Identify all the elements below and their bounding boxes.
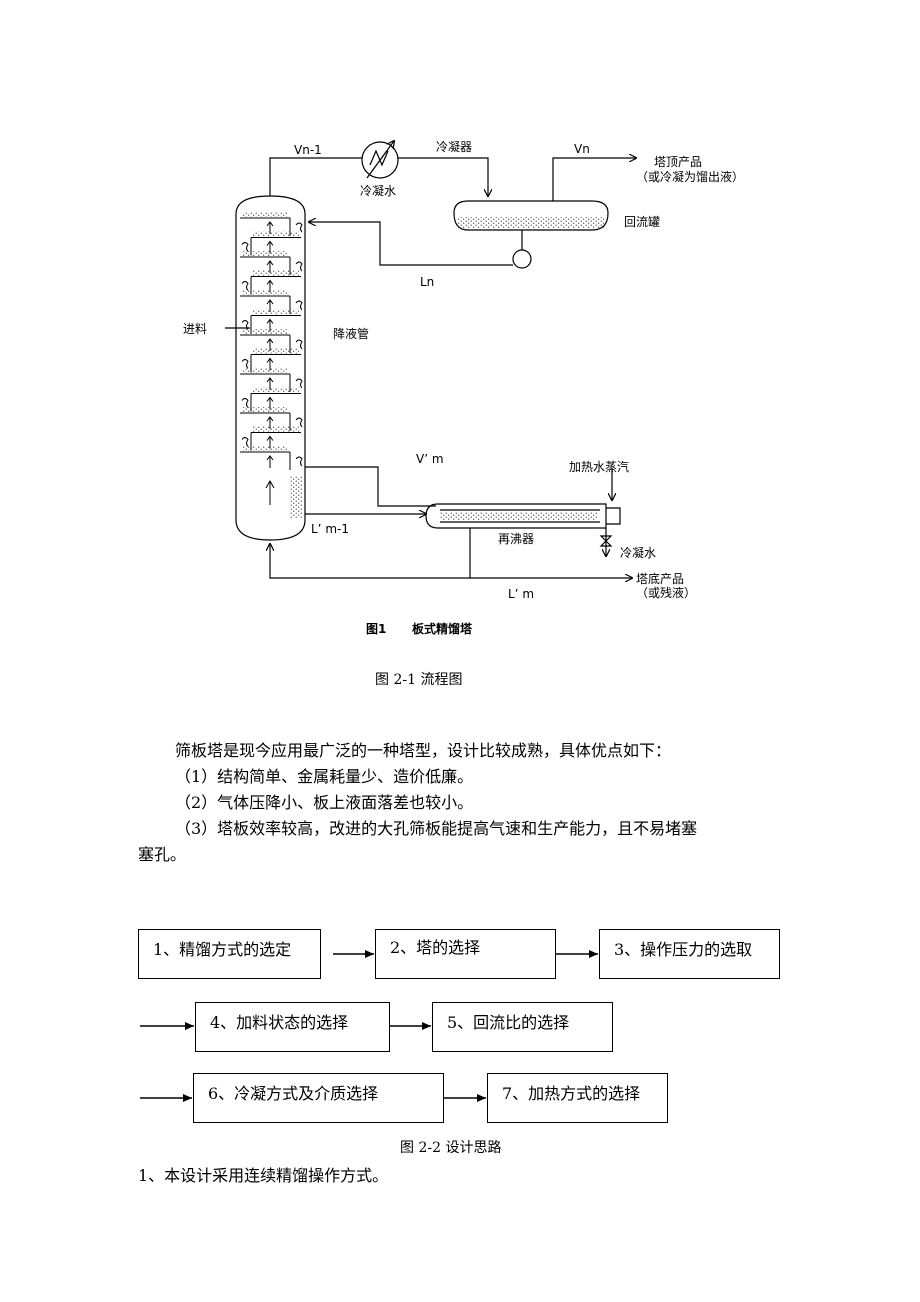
advantage-3-continued: 塞孔。 bbox=[138, 845, 187, 864]
label-cooling-water-top: 冷凝水 bbox=[360, 184, 397, 198]
tray-liquid bbox=[242, 212, 288, 217]
reboiler bbox=[425, 503, 607, 529]
reflux-pump bbox=[512, 249, 532, 269]
label-v-m: V’ m bbox=[416, 452, 444, 466]
froth-mark bbox=[295, 417, 303, 428]
design-step-7: 7、加热方式的选择 bbox=[487, 1073, 668, 1123]
advantage-2: （2）气体压降小、板上液面落差也较小。 bbox=[175, 793, 474, 812]
froth-mark bbox=[241, 437, 249, 447]
figure2-caption: 图 2-2 设计思路 bbox=[400, 1140, 502, 1156]
column-shell bbox=[235, 195, 306, 541]
froth-mark bbox=[295, 339, 303, 350]
reflux-drum bbox=[453, 200, 609, 231]
froth-mark bbox=[295, 222, 303, 233]
label-l-m: L’ m bbox=[508, 587, 535, 601]
label-top-product: 塔顶产品 bbox=[654, 155, 703, 169]
label-feed: 进料 bbox=[183, 322, 208, 336]
froth-mark bbox=[241, 242, 249, 252]
tray-liquid bbox=[242, 329, 288, 334]
froth-mark bbox=[295, 261, 303, 272]
tray-liquid bbox=[253, 348, 299, 354]
label-bottom-product-note: （或残液） bbox=[636, 586, 697, 600]
figure1-inner-caption-title: 板式精馏塔 bbox=[412, 622, 473, 636]
froth-mark bbox=[241, 398, 249, 408]
label-downcomer: 降液管 bbox=[333, 327, 370, 341]
tray-liquid bbox=[253, 426, 299, 432]
tray-liquid bbox=[242, 290, 288, 295]
label-l-m-1: L’ m-1 bbox=[311, 522, 349, 536]
advantage-3: （3）塔板效率较高，改进的大孔筛板能提高气速和生产能力，且不易堵塞 bbox=[175, 819, 698, 838]
design-choice-1: 1、本设计采用连续精馏操作方式。 bbox=[138, 1166, 389, 1185]
tray-liquid bbox=[242, 407, 288, 412]
froth-mark bbox=[241, 281, 249, 291]
tray-liquid bbox=[242, 251, 288, 256]
design-step-3: 3、操作压力的选取 bbox=[599, 929, 780, 979]
design-step-2: 2、塔的选择 bbox=[375, 929, 556, 979]
label-bottom-product: 塔底产品 bbox=[636, 572, 685, 586]
label-ln: Ln bbox=[420, 275, 435, 289]
vapor-arrow bbox=[266, 455, 274, 468]
design-step-1: 1、精馏方式的选定 bbox=[138, 929, 321, 979]
label-reflux-drum: 回流罐 bbox=[624, 215, 661, 229]
bottom-vapor-arrow bbox=[265, 479, 275, 505]
tray-liquid bbox=[253, 270, 299, 276]
tray-liquid bbox=[242, 368, 288, 373]
tray-liquid bbox=[242, 446, 288, 451]
design-step-5: 5、回流比的选择 bbox=[432, 1002, 613, 1052]
design-step-6: 6、冷凝方式及介质选择 bbox=[193, 1073, 444, 1123]
tray-liquid bbox=[253, 309, 299, 315]
tray-liquid bbox=[253, 387, 299, 393]
label-cooling-water-bottom: 冷凝水 bbox=[620, 546, 657, 560]
froth-mark bbox=[295, 456, 303, 467]
design-step-4: 4、加料状态的选择 bbox=[195, 1002, 390, 1052]
condenser-heat-exchanger bbox=[361, 141, 399, 179]
label-condenser: 冷凝器 bbox=[436, 140, 473, 154]
label-top-product-note: （或冷凝为馏出液） bbox=[636, 170, 745, 184]
advantage-1: （1）结构简单、金属耗量少、造价低廉。 bbox=[175, 767, 474, 786]
tray-liquid bbox=[253, 231, 299, 237]
froth-mark bbox=[295, 378, 303, 389]
intro-paragraph: 筛板塔是现今应用最广泛的一种塔型，设计比较成熟，具体优点如下： bbox=[175, 741, 672, 760]
design-flow-arrows bbox=[140, 950, 598, 1102]
figure1-inner-caption-number: 图1 bbox=[366, 622, 387, 636]
froth-mark bbox=[241, 320, 249, 330]
label-vn: Vn bbox=[574, 142, 590, 156]
label-vn-1: Vn-1 bbox=[294, 143, 322, 157]
froth-mark bbox=[241, 359, 249, 369]
distillation-flow-diagram bbox=[225, 0, 920, 700]
label-heating-steam: 加热水蒸汽 bbox=[569, 460, 630, 474]
figure1-caption: 图 2-1 流程图 bbox=[375, 672, 463, 688]
froth-mark bbox=[295, 300, 303, 311]
label-reboiler: 再沸器 bbox=[498, 532, 535, 546]
